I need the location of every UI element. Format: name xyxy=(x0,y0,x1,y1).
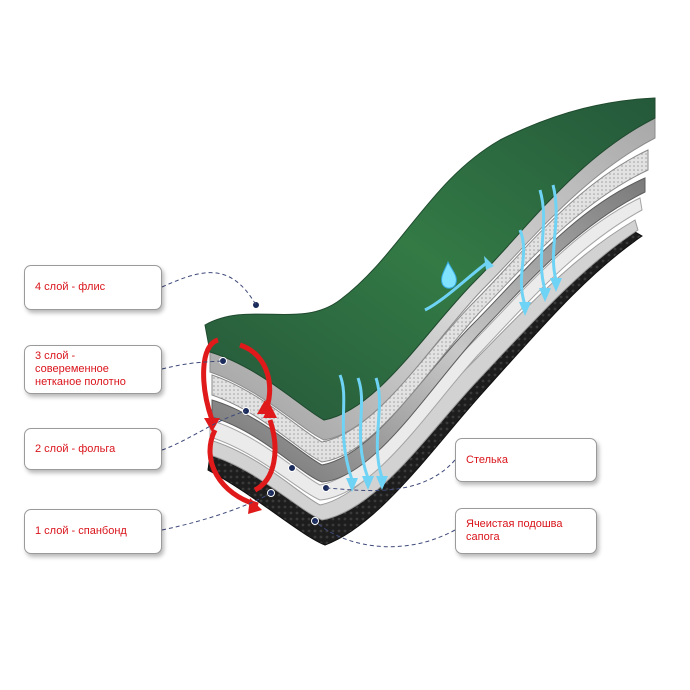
airflow-arrowheads xyxy=(346,256,562,492)
water-drop-icon xyxy=(441,260,457,289)
label-layer2-foil: 2 слой - фольга xyxy=(24,428,162,470)
marker-layer1 xyxy=(288,464,296,472)
label-layer4-fleece: 4 слой - флис xyxy=(24,265,162,310)
fleece-layer xyxy=(204,97,656,421)
leader-lines xyxy=(161,272,456,548)
marker-fleece xyxy=(252,301,260,309)
label-insole: Стелька xyxy=(455,438,597,482)
nonwoven-layer xyxy=(211,149,649,463)
airflow-arrows xyxy=(338,184,558,481)
foil-layer xyxy=(211,177,646,483)
insole-layer xyxy=(209,219,639,521)
heat-arrowheads xyxy=(204,400,277,514)
label-layer3-nonwoven: 3 слой - совеременное нетканое полотно xyxy=(24,345,162,394)
label-layer1-spunbond: 1 слой - спанбонд xyxy=(24,509,162,554)
label-sole: Ячеистая подошва сапога xyxy=(455,508,597,554)
